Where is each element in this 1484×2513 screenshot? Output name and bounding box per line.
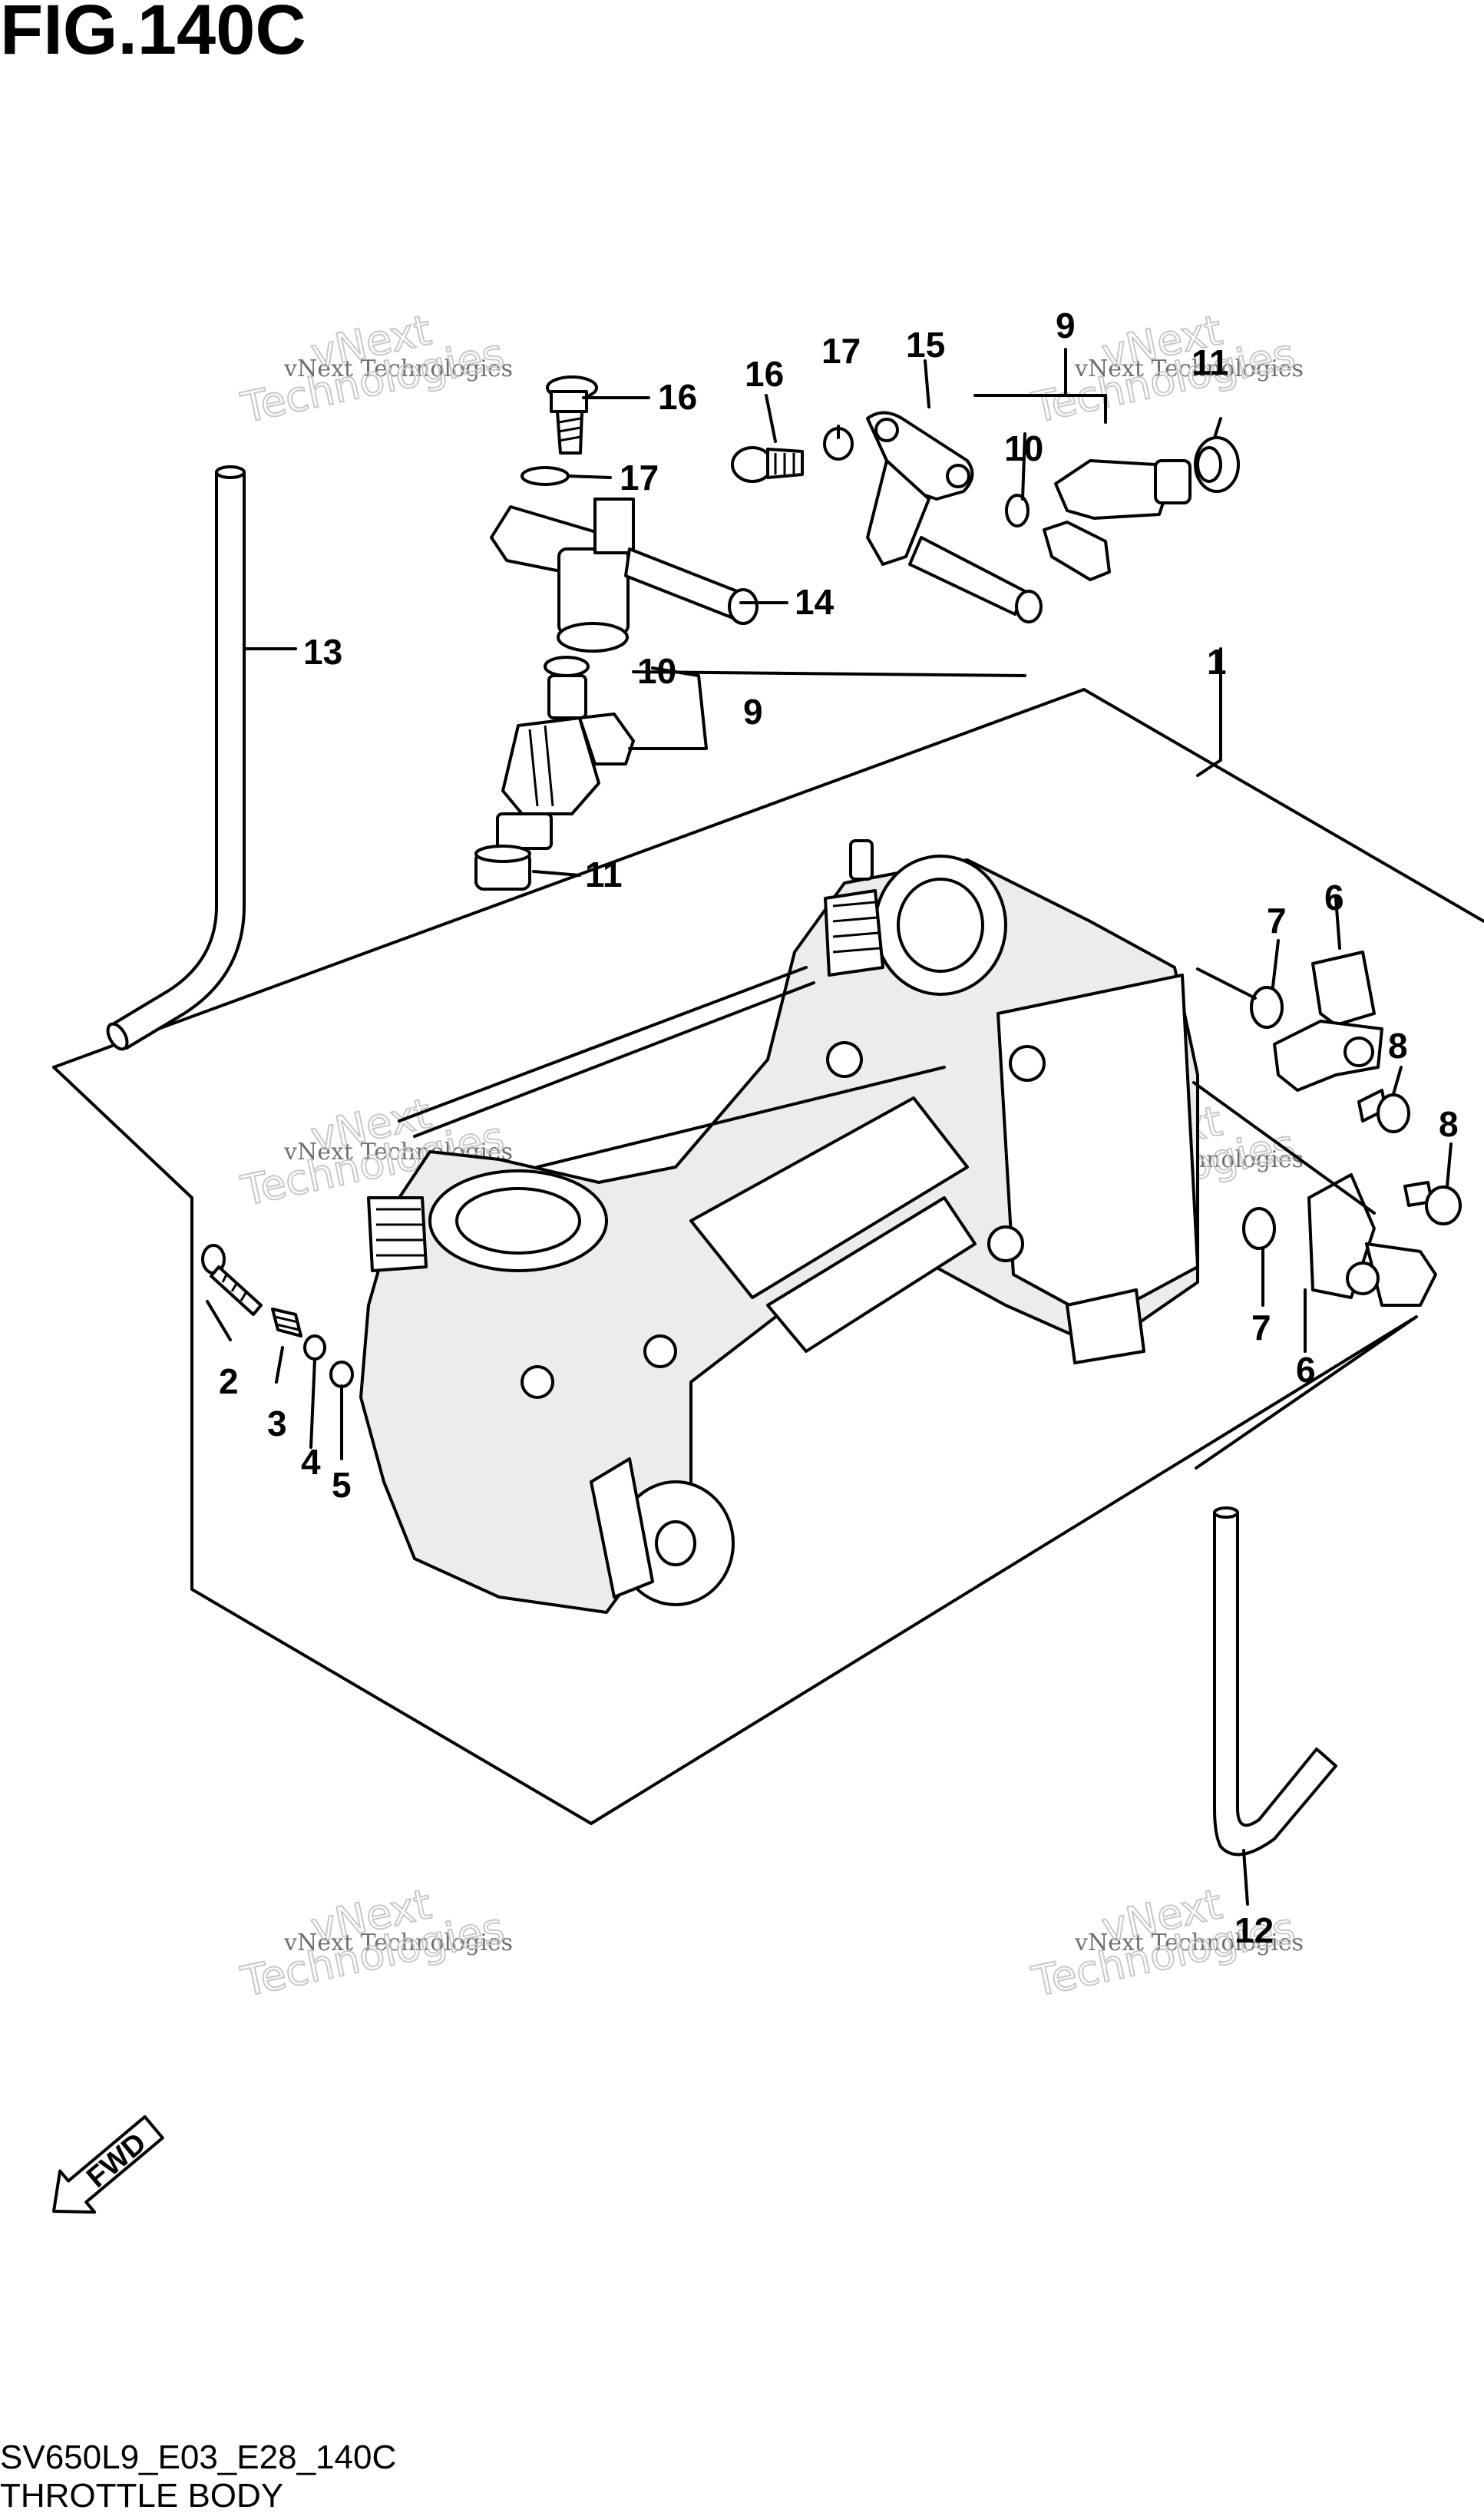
callout-8-upper: 8 bbox=[1388, 1026, 1408, 1066]
callout-17-left: 17 bbox=[620, 458, 659, 498]
callout-6-lower: 6 bbox=[1296, 1350, 1316, 1390]
assembly-outline bbox=[52, 688, 1484, 1825]
figure-title: FIG.140C bbox=[0, 0, 306, 69]
callout-17-center: 17 bbox=[821, 331, 861, 371]
spring-3 bbox=[271, 1308, 302, 1338]
svg-text:vNext Technologies: vNext Technologies bbox=[1074, 355, 1304, 382]
callout-8-lower: 8 bbox=[1439, 1104, 1459, 1144]
sensor-6-upper bbox=[1273, 951, 1383, 1092]
callout-labels: 1 2 3 4 5 6 6 7 7 8 8 9 9 10 10 11 11 12… bbox=[219, 306, 1459, 1950]
injector-9-right bbox=[1043, 459, 1191, 581]
callout-10-top: 10 bbox=[1004, 428, 1043, 468]
callout-2: 2 bbox=[219, 1361, 239, 1401]
throttle-body-assembly bbox=[359, 839, 1199, 1614]
injector-9-left bbox=[496, 674, 635, 850]
o-ring-7-upper bbox=[1250, 986, 1284, 1029]
washer-17-left bbox=[521, 466, 570, 486]
o-ring-10-left bbox=[544, 656, 590, 677]
fwd-arrow-icon: FWD bbox=[52, 2115, 164, 2214]
callout-16-center: 16 bbox=[745, 354, 784, 394]
callout-1: 1 bbox=[1207, 642, 1227, 682]
leader-lines bbox=[206, 348, 1453, 1906]
bolt-16-left bbox=[546, 375, 598, 455]
joint-15 bbox=[866, 411, 1043, 623]
callout-15: 15 bbox=[906, 325, 945, 365]
callout-7-upper: 7 bbox=[1267, 901, 1287, 941]
hose-12 bbox=[1213, 1506, 1337, 1857]
washer-4 bbox=[303, 1334, 326, 1361]
o-ring-7-lower bbox=[1242, 1207, 1276, 1250]
callout-4: 4 bbox=[301, 1442, 321, 1482]
cushion-11-left bbox=[474, 845, 531, 891]
svg-text:vNext Technologies: vNext Technologies bbox=[283, 355, 513, 382]
figure-name: THROTTLE BODY bbox=[0, 2477, 283, 2513]
callout-16-left: 16 bbox=[658, 377, 697, 417]
sensor-6-lower bbox=[1307, 1173, 1437, 1307]
o-ring-10-right bbox=[1005, 494, 1030, 527]
hose-13 bbox=[106, 465, 246, 1051]
bolt-8-lower bbox=[1403, 1181, 1462, 1225]
callout-13: 13 bbox=[303, 632, 342, 672]
svg-text:vNext Technologies: vNext Technologies bbox=[1074, 1929, 1304, 1956]
callout-12: 12 bbox=[1234, 1910, 1274, 1950]
callout-11-top: 11 bbox=[1191, 342, 1229, 382]
bolt-8-upper bbox=[1357, 1089, 1410, 1133]
screw-2 bbox=[201, 1244, 263, 1316]
figure-code: SV650L9_E03_E28_140C bbox=[0, 2439, 396, 2476]
joint-14 bbox=[490, 498, 759, 653]
svg-text:vNext Technologies: vNext Technologies bbox=[283, 1929, 513, 1956]
callout-7-lower: 7 bbox=[1251, 1308, 1271, 1347]
cushion-11-right bbox=[1194, 436, 1240, 493]
callout-11-left: 11 bbox=[585, 855, 623, 894]
callout-9-left: 9 bbox=[743, 692, 763, 732]
callout-3: 3 bbox=[267, 1404, 287, 1443]
callout-14: 14 bbox=[795, 582, 835, 622]
bolt-16-center bbox=[731, 446, 804, 483]
callout-9-top: 9 bbox=[1056, 306, 1076, 346]
callout-5: 5 bbox=[332, 1465, 352, 1505]
callout-6-upper: 6 bbox=[1324, 878, 1344, 918]
o-ring-5 bbox=[329, 1361, 354, 1388]
callout-10-left: 10 bbox=[637, 651, 676, 691]
